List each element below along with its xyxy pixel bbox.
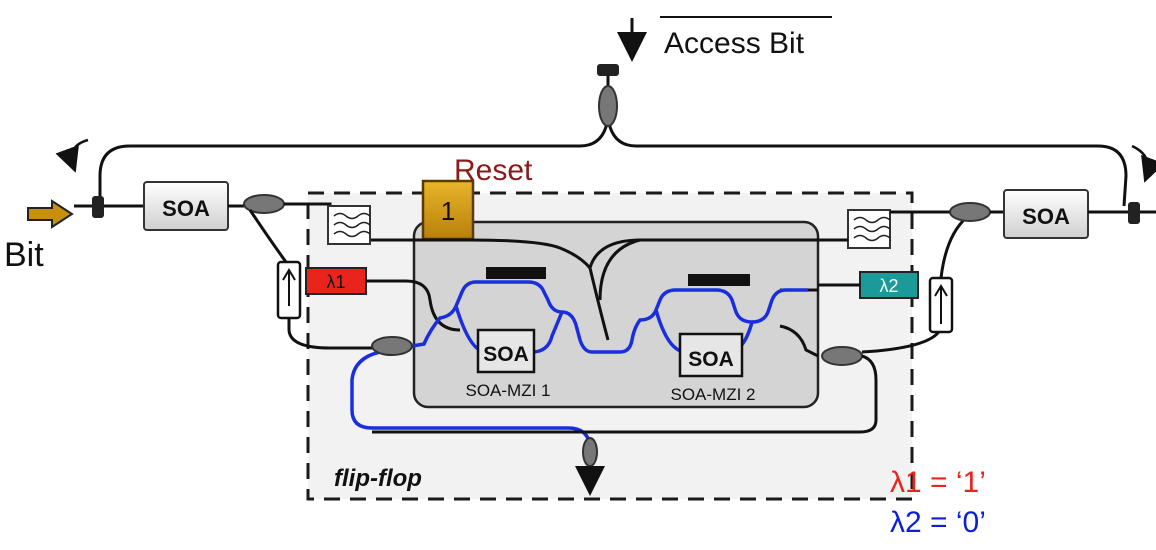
soa-left-label: SOA bbox=[162, 196, 210, 221]
coupler-left-bottom bbox=[371, 336, 413, 356]
bit-input-arrow bbox=[27, 199, 74, 229]
soa-right bbox=[1003, 189, 1089, 239]
soa-inner-1 bbox=[476, 328, 536, 374]
rotation-arrow-right bbox=[1131, 144, 1156, 183]
input-connector-left bbox=[92, 196, 104, 218]
lambda1-tag-label: λ1 bbox=[326, 272, 345, 292]
lambda1-tag bbox=[305, 267, 367, 295]
mzi-1-label: SOA-MZI 1 bbox=[465, 381, 550, 400]
output-connector-right bbox=[1128, 202, 1140, 224]
coupler-right-bottom bbox=[821, 346, 863, 366]
feedback-loop bbox=[98, 117, 1128, 207]
soa-inner-2-label: SOA bbox=[688, 348, 734, 371]
soa-right-label: SOA bbox=[1022, 204, 1070, 229]
soa-inner-2 bbox=[678, 332, 744, 378]
reset-value: 1 bbox=[441, 196, 455, 226]
legend-lambda1: λ1 = ‘1’ bbox=[890, 466, 986, 499]
reset-box bbox=[421, 179, 475, 241]
lambda2-tag bbox=[859, 271, 919, 299]
coupler-bottom bbox=[582, 437, 598, 467]
flip-flop-label: flip-flop bbox=[334, 465, 422, 492]
mzi-chip bbox=[412, 220, 820, 409]
access-bit-label: Access Bit bbox=[664, 27, 805, 60]
lambda2-tag-label: λ2 bbox=[879, 276, 898, 296]
legend-lambda2: λ2 = ‘0’ bbox=[890, 506, 986, 539]
access-bit-connector bbox=[597, 64, 619, 76]
mzi2-electrode bbox=[688, 274, 750, 286]
rotation-arrow-left bbox=[55, 138, 89, 173]
coupler-right-top bbox=[949, 202, 991, 222]
access-bit-coupler bbox=[598, 85, 618, 127]
mzi-2-label: SOA-MZI 2 bbox=[670, 385, 755, 404]
soa-inner-1-label: SOA bbox=[483, 343, 529, 366]
mzi1-electrode bbox=[486, 267, 546, 279]
bit-label: Bit bbox=[4, 236, 44, 274]
